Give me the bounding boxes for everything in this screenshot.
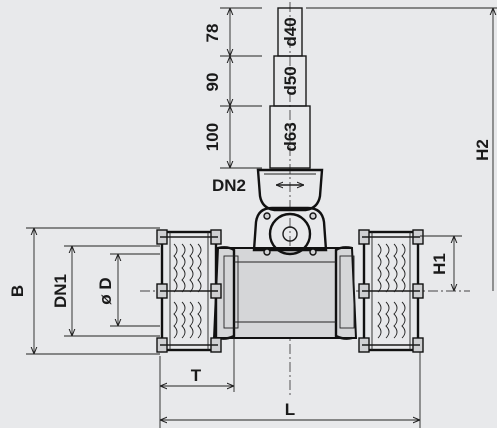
- d-dimension: [110, 253, 160, 327]
- main-body: [212, 206, 358, 340]
- length-90-label: 90: [203, 73, 222, 92]
- h2-label: H2: [473, 139, 492, 161]
- d50-label: d50: [281, 66, 300, 95]
- h1-label: H1: [430, 253, 449, 275]
- dn1-dimension: [64, 245, 160, 337]
- length-100-label: 100: [203, 123, 222, 151]
- h1-dimension: [420, 235, 462, 291]
- branch-length-dims: [220, 7, 262, 169]
- l-dimension: [159, 352, 421, 428]
- right-coupling: [358, 229, 424, 353]
- dn1-label: DN1: [51, 274, 70, 308]
- diameter-d-label: ø D: [96, 277, 115, 304]
- dn2-label: DN2: [212, 176, 246, 195]
- left-coupling: [156, 229, 222, 353]
- b-dimension: [26, 227, 160, 355]
- t-dimension: [159, 338, 235, 392]
- t-label: T: [191, 366, 202, 385]
- d63-label: d63: [281, 122, 300, 151]
- branch-spigot: [269, 7, 311, 169]
- h2-dimension: [306, 7, 497, 291]
- length-78-label: 78: [203, 24, 222, 43]
- l-label: L: [285, 400, 295, 419]
- b-label: B: [8, 285, 27, 297]
- d40-label: d40: [281, 17, 300, 46]
